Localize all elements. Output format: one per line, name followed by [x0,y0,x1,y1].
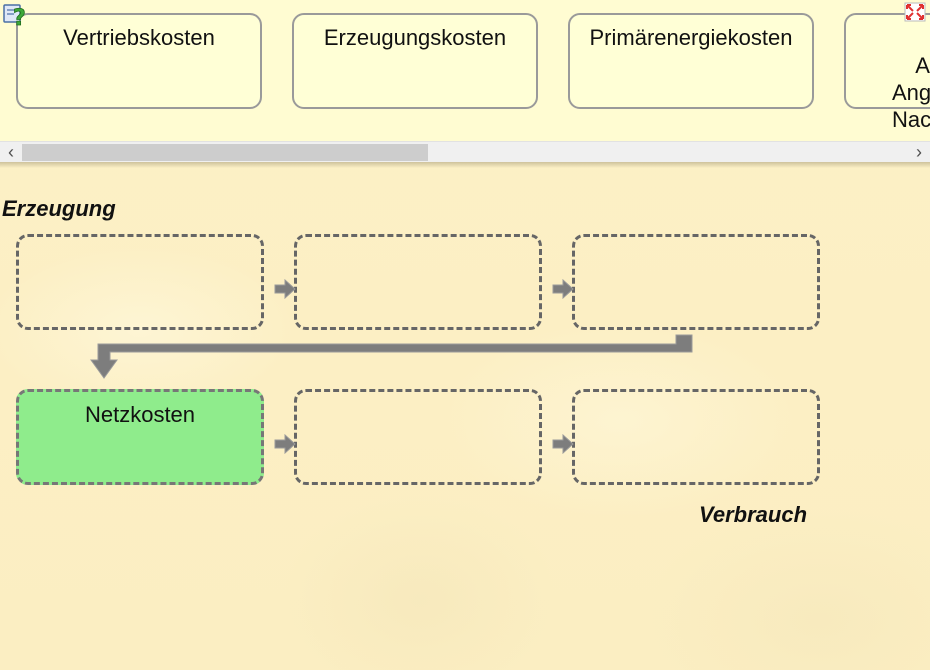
scroll-right-button[interactable]: › [908,142,930,162]
drop-slot-row2-2[interactable] [294,389,542,485]
chevron-right-icon: › [916,142,922,162]
pool-card-label: Primärenergiekosten [589,25,793,50]
arrow-right-icon [274,434,296,454]
slot-label [575,392,817,401]
horizontal-scrollbar[interactable]: ‹ › [0,141,930,162]
slot-label [575,237,817,246]
slot-label-netzkosten: Netzkosten [84,402,196,427]
svg-text:?: ? [13,6,26,29]
arrow-right-icon [274,279,296,299]
arrow-right-icon [552,434,574,454]
drop-slot-row1-1[interactable] [16,234,264,330]
pool-card-label: Vertriebskosten [63,25,215,50]
slot-label [297,237,539,246]
drop-slot-row1-3[interactable] [572,234,820,330]
pool-card-erzeugungskosten[interactable]: Erzeugungskosten [292,13,538,109]
card-pool[interactable]: Vertriebskosten Erzeugungskosten Primäre… [0,0,930,162]
pool-card-label: Aus Ang Nac [892,53,930,132]
help-icon[interactable]: ? [3,1,33,29]
slot-label [19,237,261,246]
chevron-left-icon: ‹ [8,142,14,162]
drop-slot-row2-3[interactable] [572,389,820,485]
zone-label-verbrauch: Verbrauch [699,502,808,527]
slot-label [297,392,539,401]
fullscreen-icon[interactable] [904,2,926,22]
pool-card-label: Erzeugungskosten [323,25,507,50]
arrow-right-icon [552,279,574,299]
pool-card-primaerenergiekosten[interactable]: Primärenergiekosten [568,13,814,109]
scroll-left-button[interactable]: ‹ [0,142,22,162]
scroll-thumb[interactable] [22,144,428,161]
drop-slot-row1-2[interactable] [294,234,542,330]
pool-card-vertriebskosten[interactable]: Vertriebskosten [16,13,262,109]
pool-shadow [0,162,930,168]
pool-card-partial[interactable]: Aus Ang Nac [844,13,930,132]
drop-slot-row2-1[interactable]: Netzkosten [16,389,264,485]
zone-label-erzeugung: Erzeugung [2,196,116,221]
row-connector-arrow-icon [90,334,693,379]
